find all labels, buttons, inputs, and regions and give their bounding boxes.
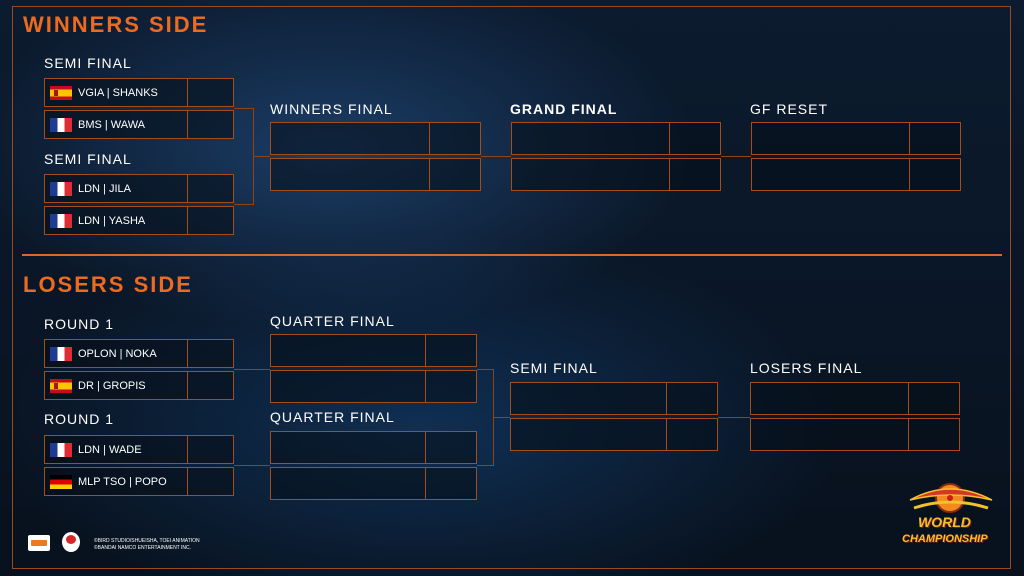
winners-final-slot-2[interactable] [270, 158, 481, 191]
france-flag-icon [50, 442, 72, 457]
championship-text: CHAMPIONSHIP [902, 533, 988, 545]
score-box [430, 123, 480, 154]
player-name: OPLON | NOKA [78, 347, 157, 360]
losers-round-1b-player-1-slot[interactable]: LDN | WADE [44, 435, 234, 464]
connector-line [493, 417, 510, 418]
gf-reset-slot-2[interactable] [751, 158, 961, 191]
dragon-ball-logo-emblem [909, 483, 993, 513]
germany-flag-icon [50, 474, 72, 489]
quarter-final-2-label: QUARTER FINAL [270, 409, 395, 425]
score-box [667, 419, 717, 450]
connector-line [721, 156, 751, 157]
player-name: LDN | YASHA [78, 214, 146, 227]
winners-semi-2-player-1-slot[interactable]: LDN | JILA [44, 174, 234, 203]
winners-side-title: WINNERS SIDE [23, 12, 209, 37]
connector-line [234, 204, 253, 205]
quarter-final-1-slot-1[interactable] [270, 334, 477, 367]
score-box [670, 123, 720, 154]
grand-final-slot-2[interactable] [511, 158, 721, 191]
losers-side-title: LOSERS SIDE [23, 272, 193, 297]
player-name: DR | GROPIS [78, 379, 146, 392]
losers-semi-final-slot-2[interactable] [510, 418, 718, 451]
quarter-final-2-slot-2[interactable] [270, 467, 477, 500]
quarter-final-1-slot-2[interactable] [270, 370, 477, 403]
dragon-ball-fighterz-world-championship-logo: WORLD CHAMPIONSHIP [900, 476, 1002, 560]
connector-line [477, 369, 493, 370]
score-box [670, 159, 720, 190]
score-box [909, 419, 959, 450]
player-name: LDN | WADE [78, 443, 142, 456]
score-box [430, 159, 480, 190]
france-flag-icon [50, 213, 72, 228]
france-flag-icon [50, 181, 72, 196]
spain-flag-icon [50, 85, 72, 100]
losers-final-label: LOSERS FINAL [750, 360, 863, 376]
connector-line [477, 465, 493, 466]
winners-semi-2-label: SEMI FINAL [44, 151, 132, 167]
winners-final-slot-1[interactable] [270, 122, 481, 155]
bracket-frame [12, 6, 1011, 569]
player-name: MLP TSO | POPO [78, 475, 167, 488]
losers-round-1b-label: ROUND 1 [44, 411, 115, 427]
losers-round-1a-player-1-slot[interactable]: OPLON | NOKA [44, 339, 234, 368]
score-box [426, 335, 476, 366]
losers-round-1a-label: ROUND 1 [44, 316, 115, 332]
bandai-namco-logo [28, 535, 50, 551]
score-box [667, 383, 717, 414]
france-flag-icon [50, 117, 72, 132]
section-divider [22, 254, 1002, 256]
spain-flag-icon [50, 378, 72, 393]
grand-final-slot-1[interactable] [511, 122, 721, 155]
copyright-line-2: ©BANDAI NAMCO ENTERTAINMENT INC. [94, 545, 192, 551]
winners-semi-1-player-1-slot[interactable]: VGIA | SHANKS [44, 78, 234, 107]
winners-final-label: WINNERS FINAL [270, 101, 393, 117]
quarter-final-1-label: QUARTER FINAL [270, 313, 395, 329]
losers-round-1b-player-2-slot[interactable]: MLP TSO | POPO [44, 467, 234, 496]
player-name: LDN | JILA [78, 182, 131, 195]
losers-semi-final-slot-1[interactable] [510, 382, 718, 415]
score-box [188, 340, 233, 367]
score-box [426, 468, 476, 499]
losers-final-slot-1[interactable] [750, 382, 960, 415]
player-name: VGIA | SHANKS [78, 86, 158, 99]
losers-semi-final-label: SEMI FINAL [510, 360, 598, 376]
grand-final-label: GRAND FINAL [510, 101, 618, 117]
score-box [188, 79, 233, 106]
connector-line [253, 156, 270, 157]
gf-reset-slot-1[interactable] [751, 122, 961, 155]
score-box [188, 111, 233, 138]
score-box [188, 436, 233, 463]
player-name: BMS | WAWA [78, 118, 146, 131]
gf-reset-label: GF RESET [750, 101, 829, 117]
connector-line [234, 465, 270, 466]
toei-animation-logo [62, 532, 80, 552]
connector-line [481, 156, 511, 157]
connector-line [234, 108, 253, 109]
copyright-line-1: ©BIRD STUDIO/SHUEISHA, TOEI ANIMATION [94, 538, 200, 544]
winners-semi-1-player-2-slot[interactable]: BMS | WAWA [44, 110, 234, 139]
winners-semi-1-label: SEMI FINAL [44, 55, 132, 71]
connector-line [718, 417, 750, 418]
score-box [910, 123, 960, 154]
france-flag-icon [50, 346, 72, 361]
score-box [188, 372, 233, 399]
score-box [188, 207, 233, 234]
score-box [909, 383, 959, 414]
score-box [188, 175, 233, 202]
losers-final-slot-2[interactable] [750, 418, 960, 451]
losers-round-1a-player-2-slot[interactable]: DR | GROPIS [44, 371, 234, 400]
score-box [910, 159, 960, 190]
connector-line [234, 369, 270, 370]
winners-semi-2-player-2-slot[interactable]: LDN | YASHA [44, 206, 234, 235]
score-box [426, 371, 476, 402]
world-text: WORLD [918, 514, 971, 530]
quarter-final-2-slot-1[interactable] [270, 431, 477, 464]
score-box [426, 432, 476, 463]
score-box [188, 468, 233, 495]
